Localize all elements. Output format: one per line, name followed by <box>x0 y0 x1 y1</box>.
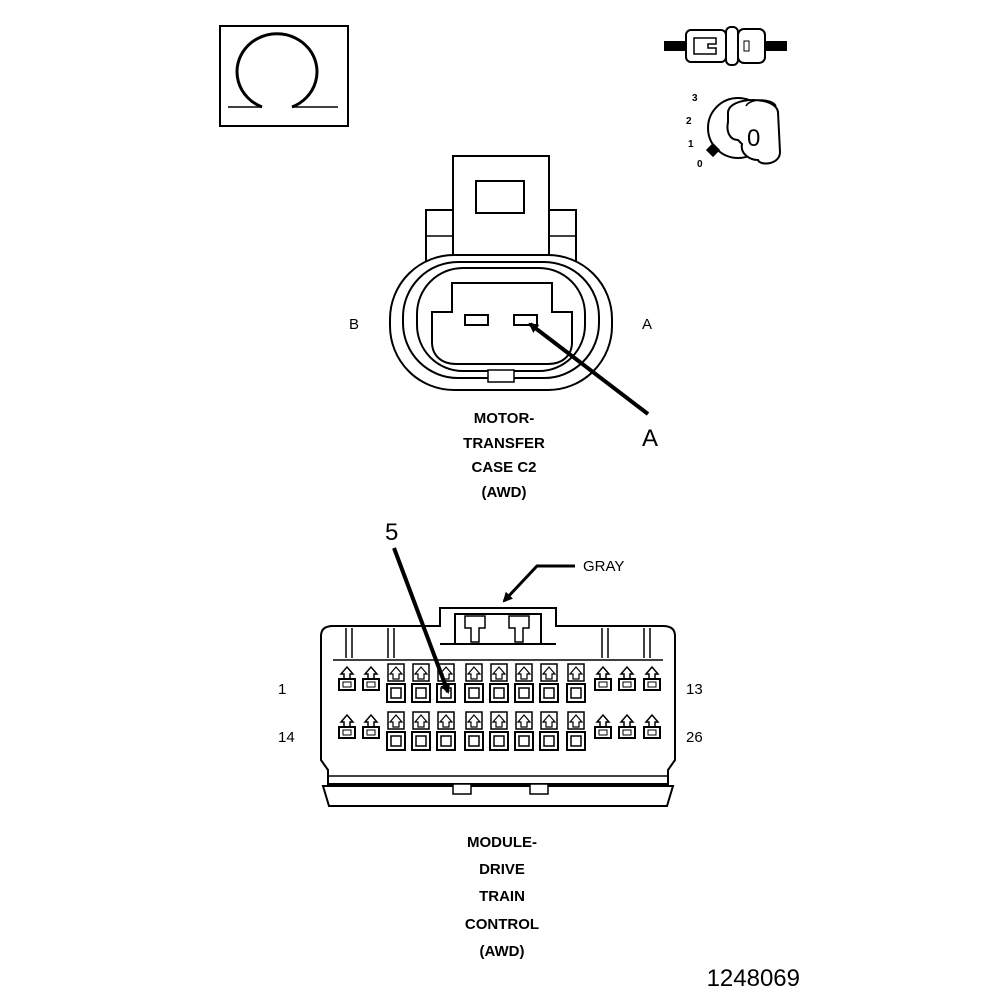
key-position-2: 2 <box>686 116 692 127</box>
transfer-case-connector <box>389 155 613 391</box>
gray-callout-leader <box>502 564 575 603</box>
pin-5-pointer <box>392 547 450 694</box>
drive-train-module-connector <box>320 607 676 807</box>
pin-grid <box>338 663 661 751</box>
figure-number: 1248069 <box>707 965 800 992</box>
color-label: GRAY <box>583 558 624 575</box>
terminal-cavity <box>566 663 586 703</box>
housing-ribs <box>345 628 651 658</box>
connector-plug-icon <box>664 26 787 66</box>
terminal-cavity <box>514 711 534 751</box>
caption-line: (AWD) <box>480 943 525 960</box>
terminal-cavity <box>539 663 559 703</box>
pin-side-a-label: A <box>642 316 652 333</box>
terminal-cavity <box>618 665 636 691</box>
key-position-3: 3 <box>692 93 698 104</box>
terminal-cavity <box>386 663 406 703</box>
terminal-cavity <box>386 711 406 751</box>
terminal-cavity <box>489 711 509 751</box>
drive-train-caption: MODULE- DRIVE TRAIN CONTROL (AWD) <box>465 834 539 960</box>
key-position-1: 1 <box>688 139 694 150</box>
caption-line: DRIVE <box>479 861 525 878</box>
caption-line: (AWD) <box>482 484 527 501</box>
terminal-cavity <box>514 663 534 703</box>
terminal-cavity <box>464 711 484 751</box>
key-position-0: 0 <box>697 159 703 170</box>
terminal-a <box>513 314 538 326</box>
caption-line: CONTROL <box>465 916 539 933</box>
key-position-label: 0 <box>747 125 760 152</box>
callout-a-arrow <box>528 322 650 416</box>
caption-line: CASE C2 <box>471 459 536 476</box>
terminal-cavity <box>566 711 586 751</box>
terminal-cavity <box>643 713 661 739</box>
pin-1-label: 1 <box>278 681 286 698</box>
terminal-cavity <box>618 713 636 739</box>
caption-line: MODULE- <box>467 834 537 851</box>
caption-line: TRAIN <box>479 888 525 905</box>
terminal-cavity <box>539 711 559 751</box>
terminal-cavity <box>362 665 380 691</box>
pin-14-label: 14 <box>278 729 295 746</box>
terminal-cavity <box>338 713 356 739</box>
terminal-cavity <box>489 663 509 703</box>
terminal-b <box>464 314 489 326</box>
terminal-cavity <box>362 713 380 739</box>
terminal-cavity <box>338 665 356 691</box>
ohmmeter-symbol-icon <box>219 25 349 127</box>
terminal-cavity <box>464 663 484 703</box>
pin-5-label: 5 <box>385 519 398 546</box>
callout-a-label: A <box>642 425 658 452</box>
pin-side-b-label: B <box>349 316 359 333</box>
caption-line: MOTOR- <box>474 410 535 427</box>
terminal-cavity <box>411 663 431 703</box>
transfer-case-caption: MOTOR- TRANSFER CASE C2 (AWD) <box>463 410 545 501</box>
terminal-cavity <box>594 665 612 691</box>
caption-line: TRANSFER <box>463 435 545 452</box>
ignition-key-switch-icon: 0 3 2 1 0 <box>686 93 782 170</box>
terminal-cavity <box>411 711 431 751</box>
pin-26-label: 26 <box>686 729 703 746</box>
terminal-cavity <box>643 665 661 691</box>
pin-13-label: 13 <box>686 681 703 698</box>
terminal-cavity <box>436 711 456 751</box>
terminal-cavity <box>594 713 612 739</box>
